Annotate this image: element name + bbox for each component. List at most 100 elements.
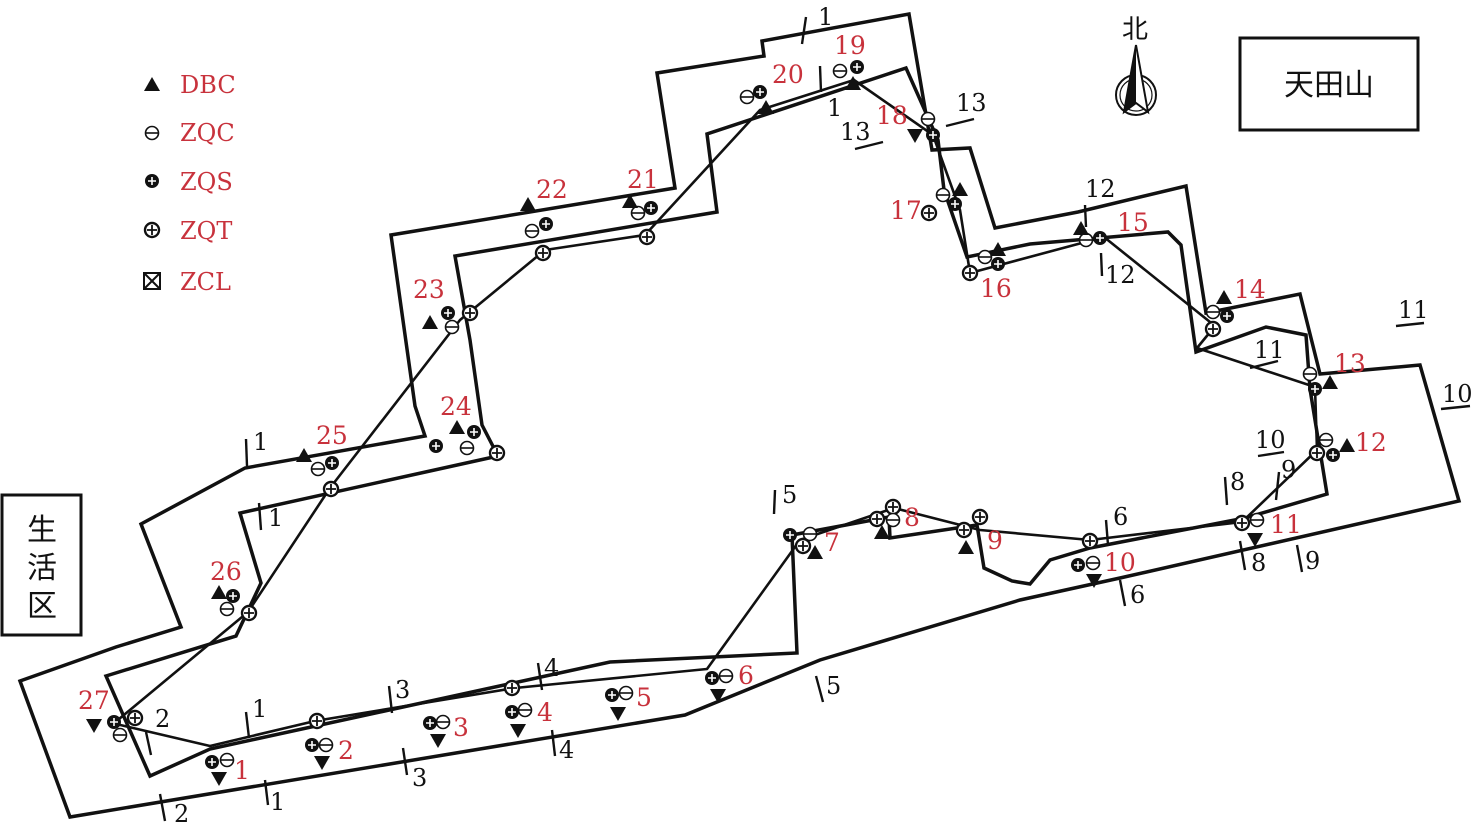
section-label-8a: 8 [1230,468,1245,496]
zqs-icon [440,305,456,321]
living-area-char-1: 生 [27,513,57,548]
dbc-icon [610,707,626,721]
zqc-icon [718,668,734,684]
zqt-icon [638,228,656,246]
zqc-icon [524,223,540,239]
station-label-16: 16 [980,274,1012,303]
living-area-box: 生 活 区 [0,493,83,637]
outer-boundary [17,11,1462,819]
zqc-icon [144,125,160,141]
section-label-10b: 10 [1255,426,1286,454]
section-label-1a: 1 [818,3,833,31]
legend-label-zqc: ZQC [180,119,235,147]
station-label-22: 22 [536,175,568,204]
zqc-icon [318,737,334,753]
dbc-icon [430,734,446,748]
zqt-icon [143,221,161,239]
zqc-icon [517,702,533,718]
section-label-1d: 1 [270,788,285,816]
station-label-5: 5 [636,683,652,712]
section-label-9a: 9 [1281,456,1296,484]
zqt-icon [488,444,506,462]
section-label-3a: 3 [395,676,410,704]
section-label-5b: 5 [826,672,841,700]
zqc-icon [219,601,235,617]
zqc-icon [1085,555,1101,571]
dbc-icon [1339,438,1355,452]
zqc-icon [630,205,646,221]
dbc-icon [520,197,536,211]
dbc-icon [144,77,160,91]
station-label-23: 23 [413,275,445,304]
zqc-icon [618,685,634,701]
zqs-icon [225,588,241,604]
legend-label-zqt: ZQT [180,217,232,245]
station-label-14: 14 [1234,275,1266,304]
zqs-icon [144,173,160,189]
dbc-icon [510,724,526,738]
station-label-10: 10 [1104,548,1136,577]
zqt-icon [1308,444,1326,462]
section-label-5a: 5 [782,481,797,509]
zqs-icon [538,216,554,232]
zqs-icon [925,127,941,143]
north-arrow-icon [1115,44,1157,116]
section-label-12a: 12 [1085,175,1116,203]
zqt-icon [884,498,902,516]
station-label-8: 8 [904,503,920,532]
zqc-icon [1302,366,1318,382]
north-label: 北 [1122,15,1148,45]
zqs-icon [990,256,1006,272]
zqt-icon [503,679,521,697]
section-label-11b: 11 [1254,336,1285,364]
zqs-icon [422,715,438,731]
zqs-icon [1325,447,1341,463]
zqt-icon [868,510,886,528]
zqt-icon [534,244,552,262]
zqt-icon [126,709,144,727]
monitoring-symbols [86,59,1355,786]
zqs-icon [643,200,659,216]
living-area-char-3: 区 [27,589,57,624]
zqt-icon [1233,514,1251,532]
dbc-icon [211,585,227,599]
zqc-icon [1078,232,1094,248]
section-ticks [144,16,1471,822]
zqc-icon [112,727,128,743]
section-label-1c: 1 [252,695,267,723]
section-labels: 1 1 13 13 12 12 11 11 10 10 8 9 8 9 6 6 … [155,3,1473,828]
dbc-icon [952,182,968,196]
zqs-icon [428,438,444,454]
zqt-icon [308,712,326,730]
station-label-7: 7 [824,528,840,557]
zqs-icon [304,737,320,753]
zqs-icon [849,59,865,75]
station-label-13: 13 [1334,349,1366,378]
legend: DBC ZQC ZQS ZQT ZCL [143,71,236,296]
north-arrow: 北 [1115,15,1157,116]
zqc-icon [935,187,951,203]
station-label-17: 17 [890,196,922,225]
zqt-icon [240,604,258,622]
dbc-icon [907,129,923,143]
zqc-icon [310,461,326,477]
section-label-1e: 1 [253,428,268,456]
section-label-1f: 1 [268,504,283,532]
section-label-1b: 1 [827,94,842,122]
zcl-icon [143,272,161,290]
station-labels: 1 2 3 4 5 6 7 8 9 10 11 12 13 14 15 16 1… [78,31,1387,785]
station-label-26: 26 [210,557,242,586]
station-label-6: 6 [738,661,754,690]
station-label-19: 19 [834,31,866,60]
dbc-icon [86,719,102,733]
zqt-icon [1204,320,1222,338]
zqs-icon [106,714,122,730]
station-label-24: 24 [440,392,472,421]
section-label-2b: 2 [174,800,189,828]
tiantianshan-box: 天田山 [1238,36,1420,132]
monitoring-route [112,78,1319,748]
section-label-13a: 13 [956,89,987,117]
legend-label-zcl: ZCL [180,268,231,296]
zqt-icon [971,508,989,526]
